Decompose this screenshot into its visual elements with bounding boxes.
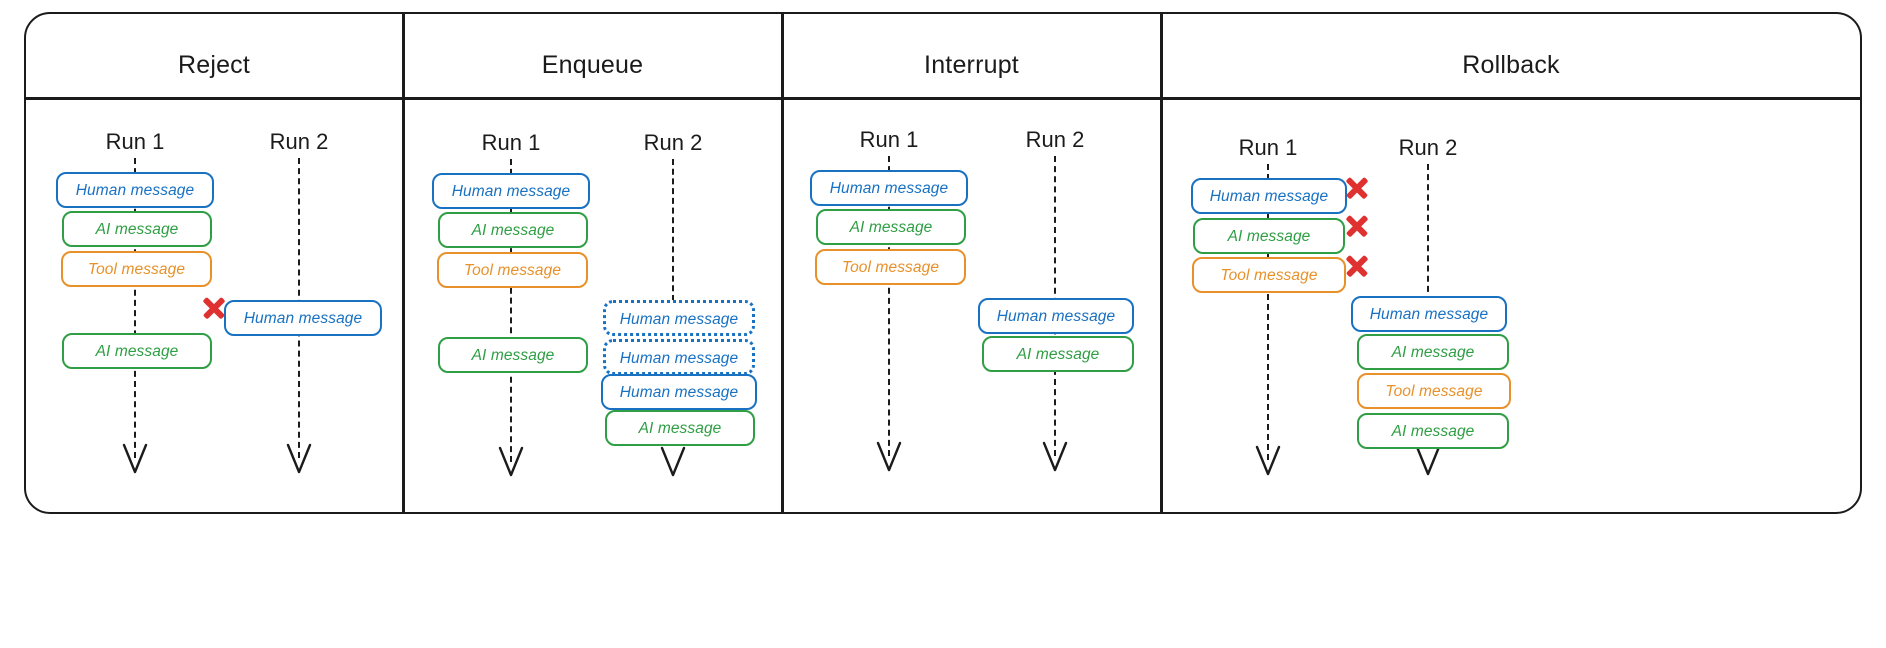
message-box-ai: AI message — [438, 212, 588, 248]
lifeline-enqueue-run-1 — [510, 159, 512, 462]
arrowhead-rollback-run-1 — [1255, 445, 1281, 482]
rollback-x-icon — [1344, 213, 1370, 239]
panel-title-reject: Reject — [177, 51, 251, 79]
header-separator — [26, 97, 1860, 100]
message-box-ai: AI message — [1357, 413, 1509, 449]
message-box-ai: AI message — [62, 333, 212, 369]
arrowhead-enqueue-run-1 — [498, 446, 524, 483]
message-box-tool: Tool message — [61, 251, 212, 287]
run-label-interrupt-run-1: Run 1 — [859, 127, 919, 152]
lifeline-rollback-run-1 — [1267, 164, 1269, 460]
message-box-human: Human message — [1351, 296, 1507, 332]
message-box-human: Human message — [601, 374, 757, 410]
panel-title-rollback: Rollback — [1462, 51, 1560, 79]
run-label-interrupt-run-2: Run 2 — [1025, 127, 1085, 152]
run-label-rollback-run-1: Run 1 — [1238, 135, 1298, 160]
message-box-human-queued: Human message — [603, 300, 755, 336]
message-box-ai: AI message — [62, 211, 212, 247]
arrowhead-rollback-run-2 — [1415, 445, 1441, 482]
lifeline-reject-run-1 — [134, 158, 136, 458]
arrowhead-reject-run-1 — [122, 443, 148, 480]
run-label-reject-run-2: Run 2 — [269, 129, 329, 154]
panel-divider-3 — [1160, 13, 1163, 513]
rollback-x-icon — [1344, 175, 1370, 201]
run-label-rollback-run-2: Run 2 — [1398, 135, 1458, 160]
arrowhead-reject-run-2 — [286, 443, 312, 480]
run-label-enqueue-run-2: Run 2 — [643, 130, 703, 155]
message-box-ai: AI message — [605, 410, 755, 446]
run-label-enqueue-run-1: Run 1 — [481, 130, 541, 155]
message-box-human: Human message — [432, 173, 590, 209]
message-box-human: Human message — [978, 298, 1134, 334]
lifeline-interrupt-run-1 — [888, 156, 890, 456]
arrowhead-enqueue-run-2 — [660, 446, 686, 483]
lifeline-rollback-run-2 — [1427, 164, 1429, 302]
lifeline-enqueue-run-2 — [672, 159, 674, 301]
message-box-ai: AI message — [816, 209, 966, 245]
panel-title-interrupt: Interrupt — [924, 51, 1019, 79]
panel-title-enqueue: Enqueue — [541, 51, 644, 79]
message-box-human: Human message — [1191, 178, 1347, 214]
message-box-ai: AI message — [1193, 218, 1345, 254]
message-box-tool: Tool message — [1357, 373, 1511, 409]
message-box-human: Human message — [224, 300, 382, 336]
arrowhead-interrupt-run-2 — [1042, 441, 1068, 478]
message-box-human: Human message — [810, 170, 968, 206]
message-box-ai: AI message — [982, 336, 1134, 372]
reject-x-icon — [201, 295, 227, 321]
panel-divider-1 — [402, 13, 405, 513]
message-box-tool: Tool message — [1192, 257, 1346, 293]
arrowhead-interrupt-run-1 — [876, 441, 902, 478]
diagram-frame — [24, 12, 1862, 514]
message-box-tool: Tool message — [437, 252, 588, 288]
panel-divider-2 — [781, 13, 784, 513]
rollback-x-icon — [1344, 253, 1370, 279]
message-box-human: Human message — [56, 172, 214, 208]
message-box-ai: AI message — [438, 337, 588, 373]
message-box-human-queued: Human message — [603, 339, 755, 375]
message-box-tool: Tool message — [815, 249, 966, 285]
run-label-reject-run-1: Run 1 — [105, 129, 165, 154]
message-box-ai: AI message — [1357, 334, 1509, 370]
